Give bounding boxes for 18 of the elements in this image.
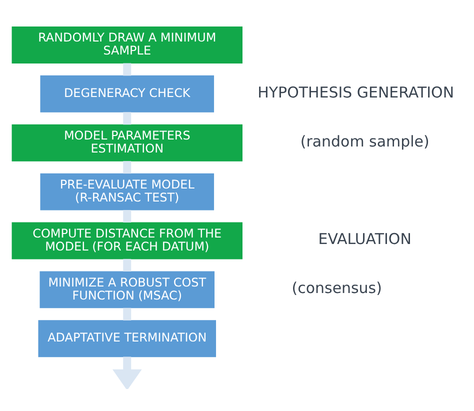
connector xyxy=(123,307,132,320)
label: HYPOTHESIS GENERATION xyxy=(258,82,454,101)
node-box: DEGENERACY CHECK xyxy=(40,74,214,112)
connector xyxy=(123,258,132,271)
label: (random sample) xyxy=(300,132,430,150)
node-box: MODEL PARAMETERS ESTIMATION xyxy=(12,124,242,161)
label: EVALUATION xyxy=(318,230,412,248)
connector xyxy=(123,160,132,174)
node-box: MINIMIZE A ROBUST COST FUNCTION (MSAC) xyxy=(40,270,215,308)
connector xyxy=(123,210,132,222)
node-box: PRE-EVALUATE MODEL (R-RANSAC TEST) xyxy=(40,172,214,210)
connector xyxy=(123,112,132,124)
node-box: RANDOMLY DRAW A MINIMUM SAMPLE xyxy=(12,26,242,63)
label: (consensus) xyxy=(292,278,382,297)
arrow xyxy=(112,356,142,388)
node-box: ADAPTATIVE TERMINATION xyxy=(38,320,216,357)
connector xyxy=(123,62,132,76)
node-box: COMPUTE DISTANCE FROM THE MODEL (FOR EACH DATUM) xyxy=(12,222,242,259)
